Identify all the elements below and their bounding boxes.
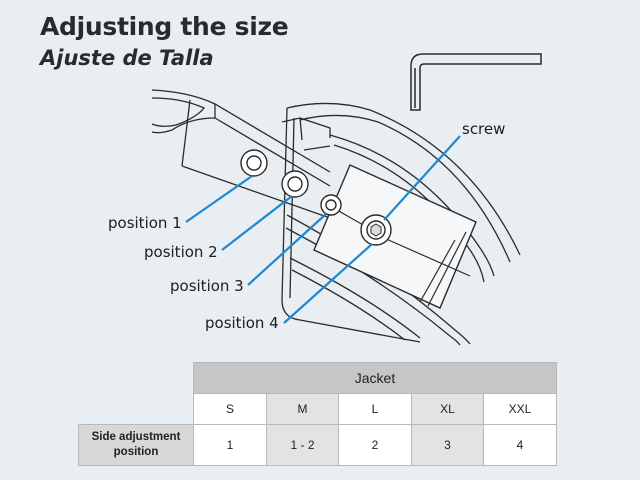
callout-lines — [185, 135, 461, 324]
callout-line-position-3 — [247, 213, 327, 286]
adjustment-strap — [151, 89, 331, 219]
callout-line-position-2 — [221, 195, 293, 251]
hex-key-icon — [410, 53, 542, 111]
position-cell: 4 — [483, 424, 557, 466]
position-cell: 1 - 2 — [266, 424, 339, 466]
callout-line-position-4 — [283, 243, 373, 324]
hole-position-1-inner — [246, 155, 262, 171]
position-cell: 1 — [193, 424, 267, 466]
table-sizes-row: S M L XL XXL — [79, 393, 557, 425]
side-adjustment-header: Side adjustment position — [78, 424, 194, 466]
label-position-3: position 3 — [170, 277, 244, 295]
position-cell: 2 — [338, 424, 412, 466]
table-positions-row: Side adjustment position 1 1 - 2 2 3 4 — [78, 424, 557, 466]
jacket-header: Jacket — [193, 362, 557, 394]
table-corner — [79, 363, 194, 394]
label-position-4: position 4 — [205, 314, 279, 332]
label-screw: screw — [462, 120, 506, 138]
label-position-1: position 1 — [108, 214, 182, 232]
table-header-row: Jacket — [79, 362, 557, 394]
label-position-2: position 2 — [144, 243, 218, 261]
size-cell: S — [193, 393, 267, 425]
hole-position-2-inner — [287, 176, 303, 192]
hole-position-3-inner — [325, 199, 337, 211]
strap-holes — [240, 149, 342, 216]
size-cell: M — [266, 393, 339, 425]
adjustment-diagram — [151, 53, 542, 346]
callout-line-position-1 — [185, 175, 253, 223]
callout-line-screw — [383, 135, 461, 221]
adjuster-plate — [313, 164, 477, 309]
table-corner-2 — [79, 394, 194, 425]
page-title: Adjusting the size — [40, 12, 289, 41]
size-cell: L — [338, 393, 412, 425]
size-table: Jacket S M L XL XXL Side adjustment posi… — [78, 362, 557, 466]
screw-icon — [360, 214, 392, 246]
page-subtitle: Ajuste de Talla — [40, 46, 214, 70]
size-cell: XL — [411, 393, 484, 425]
position-cell: 3 — [411, 424, 484, 466]
size-cell: XXL — [483, 393, 557, 425]
